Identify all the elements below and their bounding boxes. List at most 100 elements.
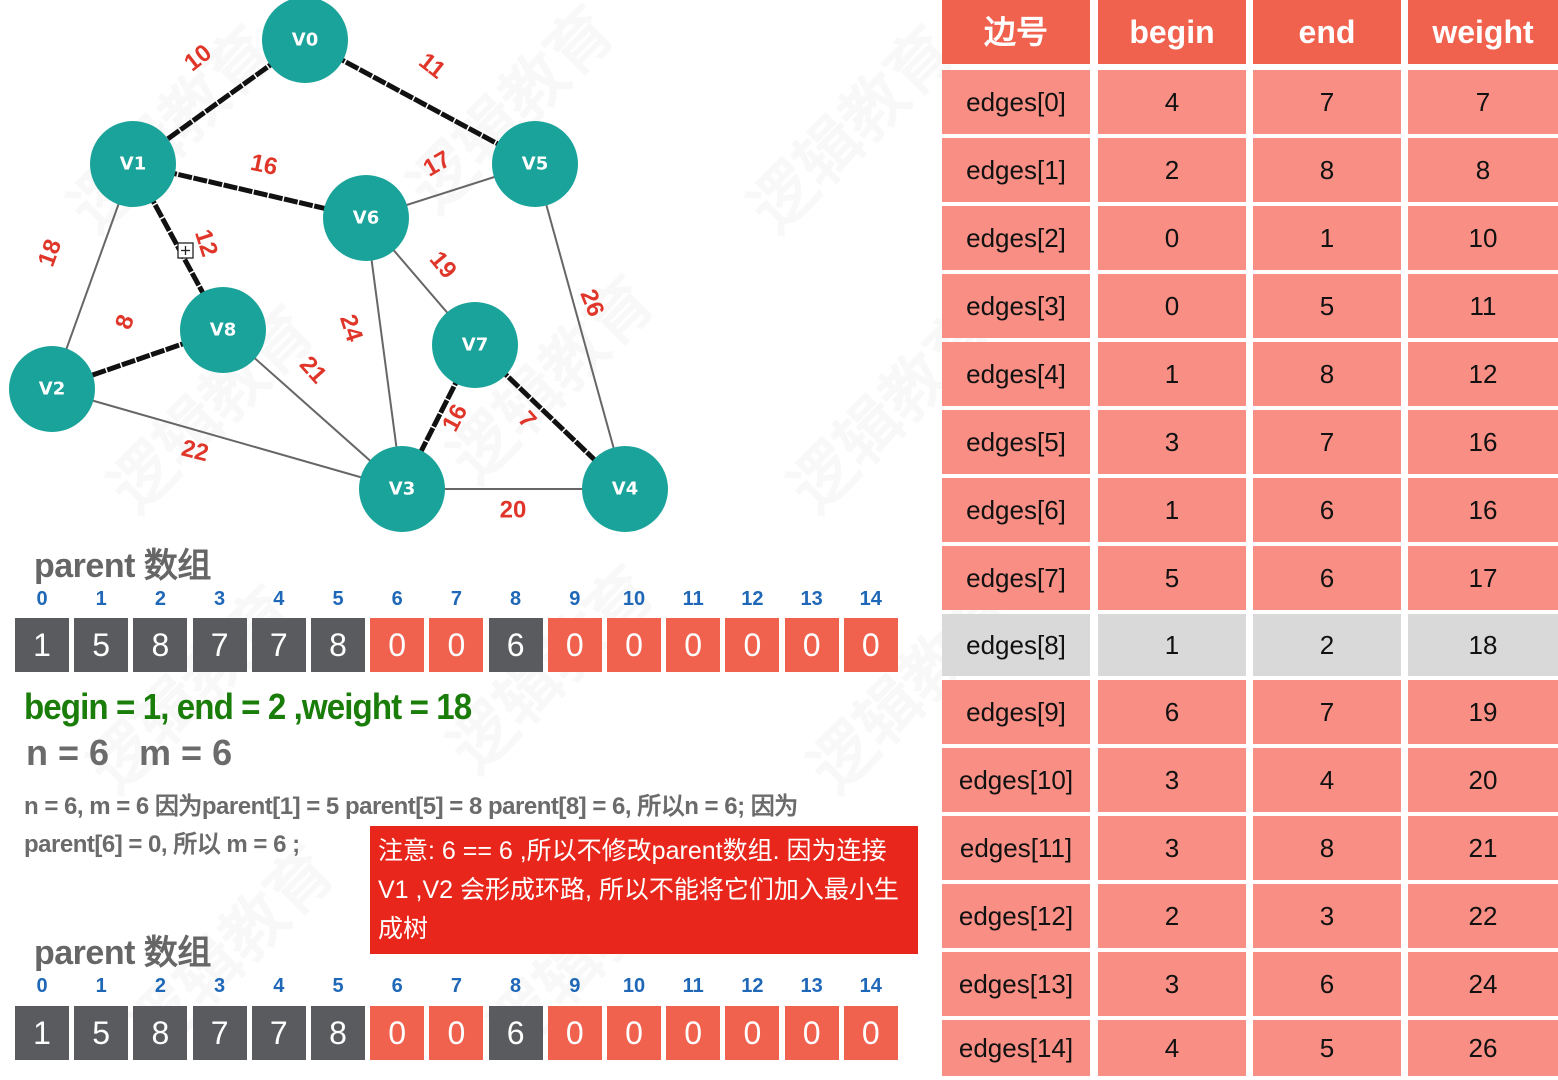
index-label: 12 bbox=[741, 588, 764, 610]
edge-weight-v1-v8: 12 bbox=[189, 226, 223, 260]
table-cell-r4-c1: 1 bbox=[1098, 342, 1246, 406]
table-cell-r10-c3: 20 bbox=[1408, 748, 1558, 812]
parent-cell-11: 0 bbox=[666, 1006, 721, 1060]
index-label: 14 bbox=[859, 588, 882, 610]
edge-weight-v0-v5: 11 bbox=[414, 48, 451, 85]
table-cell-r2-c2: 1 bbox=[1253, 206, 1401, 270]
node-v6: V6 bbox=[323, 175, 409, 261]
explanation-text: n = 6, m = 6 因为parent[1] = 5 parent[5] =… bbox=[24, 793, 798, 858]
parent-cell-3: 7 bbox=[192, 618, 247, 672]
parent-cell-7: 0 bbox=[429, 618, 484, 672]
table-cell-r11-c2: 8 bbox=[1253, 816, 1401, 880]
index-label: 0 bbox=[36, 588, 48, 610]
parent-cell-9: 0 bbox=[547, 618, 602, 672]
table-cell-r5-c2: 7 bbox=[1253, 410, 1401, 474]
index-label: 13 bbox=[800, 588, 823, 610]
parent-cell-1: 5 bbox=[74, 1006, 129, 1060]
node-v1: V1 bbox=[90, 121, 176, 207]
node-label: V3 bbox=[389, 479, 415, 500]
parent-cell-11: 0 bbox=[666, 618, 721, 672]
index-label: 7 bbox=[450, 975, 462, 997]
parent-cell-2: 8 bbox=[133, 618, 188, 672]
parent-array-title-bottom: parent 数组 bbox=[34, 934, 211, 972]
table-cell-r4-c3: 12 bbox=[1408, 342, 1558, 406]
edge-weight-v2-v3: 22 bbox=[179, 435, 211, 468]
index-label: 1 bbox=[95, 588, 107, 610]
edge-weight-v1-v2: 18 bbox=[33, 236, 68, 270]
table-cell-r6-c3: 16 bbox=[1408, 478, 1558, 542]
table-cell-r1-c0: edges[1] bbox=[942, 138, 1090, 202]
table-cell-r8-c0: edges[8] bbox=[942, 614, 1090, 676]
node-v2: V2 bbox=[9, 346, 95, 432]
index-label: 6 bbox=[391, 588, 403, 610]
edge-weight-v3-v4: 20 bbox=[500, 497, 527, 524]
parent-cell-6: 0 bbox=[370, 618, 425, 672]
parent-array-title-top: parent 数组 bbox=[34, 547, 211, 585]
index-label: 4 bbox=[273, 975, 285, 997]
node-v0: V0 bbox=[262, 0, 348, 83]
table-cell-r1-c1: 2 bbox=[1098, 138, 1246, 202]
edge-weight-v1-v6: 16 bbox=[248, 149, 280, 181]
table-cell-r1-c2: 8 bbox=[1253, 138, 1401, 202]
index-label: 9 bbox=[569, 975, 581, 997]
index-label: 10 bbox=[622, 588, 646, 610]
table-cell-r2-c0: edges[2] bbox=[942, 206, 1090, 270]
table-cell-r8-c3: 18 bbox=[1408, 614, 1558, 676]
index-label: 2 bbox=[154, 975, 166, 997]
parent-cell-0: 1 bbox=[15, 618, 69, 672]
parent-cell-12: 0 bbox=[725, 1006, 780, 1060]
current-edge-text: begin = 1, end = 2 ,weight = 18 bbox=[24, 686, 472, 727]
edge-weight-v5-v6: 17 bbox=[419, 146, 456, 183]
index-label: 8 bbox=[510, 975, 522, 997]
edge-v0-v5 bbox=[303, 37, 537, 167]
table-cell-r9-c3: 19 bbox=[1408, 680, 1558, 744]
table-cell-r9-c2: 7 bbox=[1253, 680, 1401, 744]
index-label: 11 bbox=[682, 588, 704, 610]
table-header-3: weight bbox=[1408, 0, 1558, 64]
edge-weight-v5-v4: 26 bbox=[574, 286, 609, 321]
node-v7: V7 bbox=[432, 302, 518, 388]
index-label: 10 bbox=[622, 975, 646, 997]
table-cell-r14-c0: edges[14] bbox=[942, 1020, 1090, 1076]
table-cell-r2-c1: 0 bbox=[1098, 206, 1246, 270]
index-label: 9 bbox=[569, 588, 581, 610]
table-cell-r12-c2: 3 bbox=[1253, 884, 1401, 948]
table-cell-r7-c1: 5 bbox=[1098, 546, 1246, 610]
edge-weight-v6-v3: 24 bbox=[334, 311, 368, 345]
index-label: 2 bbox=[154, 588, 166, 610]
index-label: 5 bbox=[332, 588, 344, 610]
table-cell-r4-c0: edges[4] bbox=[942, 342, 1090, 406]
table-cell-r13-c1: 3 bbox=[1098, 952, 1246, 1016]
expand-icon[interactable] bbox=[177, 242, 194, 259]
table-cell-r0-c0: edges[0] bbox=[942, 70, 1090, 134]
parent-cell-13: 0 bbox=[784, 618, 839, 672]
table-cell-r3-c2: 5 bbox=[1253, 274, 1401, 338]
parent-cell-10: 0 bbox=[607, 1006, 661, 1060]
note-box: 注意: 6 == 6 ,所以不修改parent数组. 因为连接 V1 ,V2 会… bbox=[370, 826, 918, 954]
table-cell-r3-c0: edges[3] bbox=[942, 274, 1090, 338]
node-label: V0 bbox=[292, 30, 318, 51]
node-label: V2 bbox=[39, 379, 65, 400]
parent-cell-5: 8 bbox=[311, 618, 365, 672]
node-label: V1 bbox=[120, 154, 146, 175]
table-cell-r8-c1: 1 bbox=[1098, 614, 1246, 676]
table-cell-r10-c2: 4 bbox=[1253, 748, 1401, 812]
graph-edges bbox=[51, 37, 627, 491]
parent-cell-4: 7 bbox=[251, 618, 306, 672]
table-cell-r0-c3: 7 bbox=[1408, 70, 1558, 134]
table-cell-r6-c1: 1 bbox=[1098, 478, 1246, 542]
parent-cell-9: 0 bbox=[547, 1006, 602, 1060]
node-v4: V4 bbox=[582, 446, 668, 532]
table-cell-r12-c0: edges[12] bbox=[942, 884, 1090, 948]
n-m-values: n = 6 m = 6 bbox=[26, 732, 233, 773]
index-label: 12 bbox=[741, 975, 764, 997]
table-cell-r7-c0: edges[7] bbox=[942, 546, 1090, 610]
table-cell-r12-c3: 22 bbox=[1408, 884, 1558, 948]
parent-cell-8: 6 bbox=[488, 618, 543, 672]
table-cell-r3-c1: 0 bbox=[1098, 274, 1246, 338]
table-cell-r10-c1: 3 bbox=[1098, 748, 1246, 812]
